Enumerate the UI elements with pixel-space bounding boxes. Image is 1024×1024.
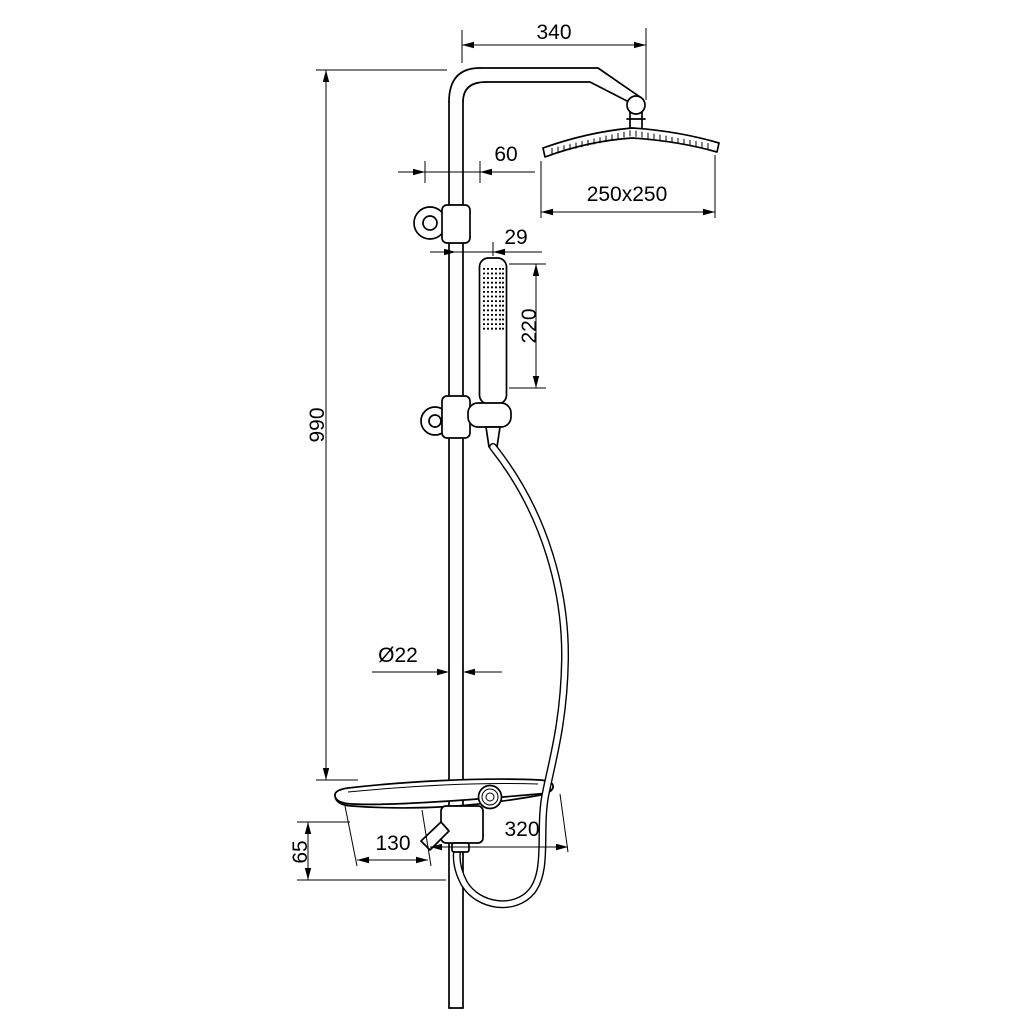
mixer-valve — [420, 805, 484, 853]
shower-arm-bottom-edge — [485, 81, 630, 103]
dim-130: 130 — [344, 805, 428, 867]
dim-220-arrow-top — [532, 264, 540, 276]
shelf — [334, 778, 554, 810]
hose-core — [454, 444, 568, 907]
shelf-inner-rim — [347, 782, 539, 793]
dim-phi22-label: Ø22 — [378, 644, 418, 667]
dim-phi22-arrow-left — [437, 668, 449, 676]
head-nozzle-ticks — [551, 130, 709, 154]
dim-250-label: 250x250 — [587, 183, 668, 206]
dim-250-arrow-left — [541, 208, 553, 216]
hand-shower-body — [478, 257, 508, 405]
shower-hose — [452, 443, 570, 909]
dim-65-arrow-bottom — [304, 868, 312, 880]
wall-bracket-pipe-collar — [441, 204, 471, 244]
dim-60-arrow-right — [480, 168, 492, 176]
shelf-push-knob-ring — [481, 788, 499, 806]
dim-29: 29 — [430, 226, 542, 256]
head-slab — [542, 127, 720, 158]
slider-pipe-collar — [441, 395, 471, 439]
dim-65: 65 — [289, 821, 446, 881]
shower-arm-top-edge — [479, 67, 641, 98]
pipe-bend-outer — [448, 67, 481, 103]
dim-250x250: 250x250 — [540, 155, 716, 218]
dim-phi22: Ø22 — [372, 644, 502, 676]
arm-ball-joint — [626, 95, 646, 115]
dim-320-arrow-right — [556, 843, 568, 851]
dim-60: 60 — [398, 143, 535, 183]
dim-60-label: 60 — [494, 143, 517, 166]
slider-holder — [420, 395, 512, 439]
dim-130-ext-left — [344, 805, 358, 867]
dim-250-arrow-right — [703, 208, 715, 216]
dim-65-arrow-top — [304, 822, 312, 834]
dim-29-arrow-right — [493, 248, 505, 256]
hand-shower — [478, 257, 508, 405]
rain-shower-head — [542, 127, 720, 158]
dim-990-arrow-top — [322, 70, 330, 82]
dim-130-label: 130 — [375, 832, 410, 855]
dim-990: 990 — [306, 69, 447, 781]
dim-340-arrow-right — [634, 41, 646, 49]
hand-shower-cradle — [467, 402, 512, 428]
dim-220-label: 220 — [518, 308, 541, 343]
shelf-tray — [334, 778, 554, 806]
dim-990-arrow-bottom — [322, 768, 330, 780]
dim-320-arrow-left — [430, 843, 442, 851]
dim-990-label: 990 — [306, 407, 329, 442]
dim-320: 320 — [421, 793, 569, 867]
dim-320-label: 320 — [504, 818, 539, 841]
dim-220-arrow-bottom — [532, 376, 540, 388]
pipe-bend-inner — [462, 81, 487, 103]
head-stem — [626, 111, 646, 130]
dim-29-label: 29 — [504, 226, 527, 249]
dim-340: 340 — [461, 21, 647, 100]
dim-130-arrow-right — [416, 856, 428, 864]
shelf-push-knob-center — [485, 792, 495, 802]
dim-340-label: 340 — [536, 21, 571, 44]
wall-bracket-hub — [422, 215, 438, 231]
dim-phi22-arrow-right — [463, 668, 475, 676]
dim-320-ext-right — [559, 793, 569, 853]
dim-220: 220 — [509, 263, 546, 389]
slider-lock-knob-center — [428, 414, 442, 428]
dim-320-ext-left — [421, 809, 432, 867]
mixer-body — [440, 805, 484, 844]
dim-340-arrow-left — [462, 41, 474, 49]
wall-bracket — [413, 204, 471, 244]
dim-65-label: 65 — [289, 840, 312, 863]
dim-60-arrow-left — [413, 168, 425, 176]
mixer-spout — [420, 821, 450, 851]
dim-29-arrow-left — [444, 248, 456, 256]
dim-130-arrow-left — [357, 856, 369, 864]
